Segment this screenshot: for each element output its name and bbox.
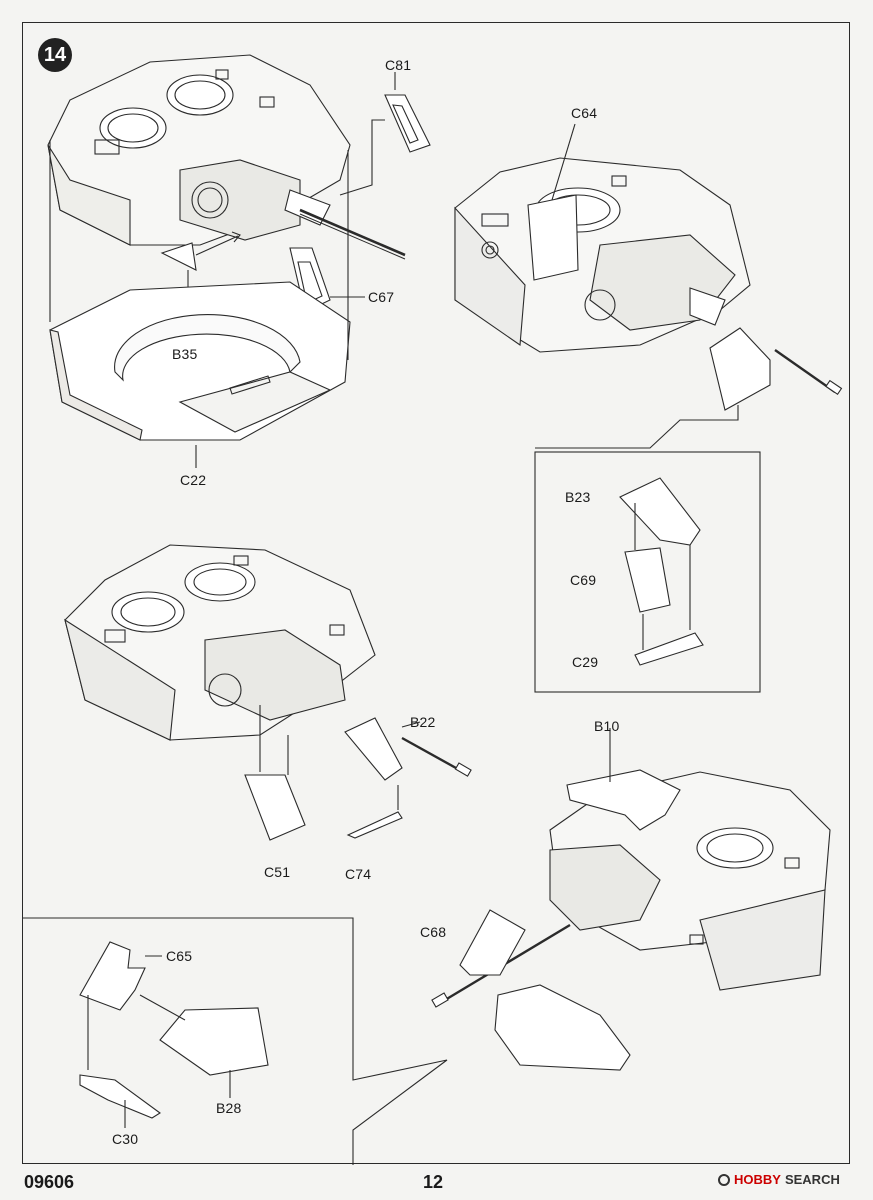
part-b23 [619,477,701,546]
label-c81: C81 [385,57,412,73]
part-c29 [634,632,704,666]
label-b22: B22 [410,714,436,730]
page-frame [22,22,850,1164]
part-b28 [159,1007,269,1076]
label-c68: C68 [420,924,447,940]
watermark-logo-icon [718,1173,730,1186]
product-code: 09606 [24,1172,75,1192]
part-c69 [624,547,671,613]
page-number: 12 [423,1172,444,1192]
part-c22-plate [49,140,351,468]
part-b23-assembled [709,327,771,411]
label-c64: C64 [571,105,598,121]
turret-top-left [47,54,406,260]
watermark-brand: HOBBY [734,1172,781,1187]
part-c65 [79,941,146,1011]
part-c68 [459,909,526,976]
label-b23: B23 [565,489,591,505]
part-b35-piece [160,242,197,271]
part-c74 [346,811,403,839]
turret-mid-left [64,544,376,741]
label-c51: C51 [264,864,291,880]
part-c30 [79,1074,161,1119]
label-b28: B28 [216,1100,242,1116]
label-b35: B35 [172,346,198,362]
label-c69: C69 [570,572,597,588]
label-c65: C65 [166,948,193,964]
detail-box-c65 [22,917,448,1165]
label-c30: C30 [112,1131,139,1147]
turret-bottom-right [431,769,831,1071]
step-number-badge: 14 [38,38,72,72]
watermark: HOBBY SEARCH [718,1172,840,1187]
turret-top-right [454,157,751,353]
label-c67: C67 [368,289,395,305]
part-b10 [566,769,681,831]
part-c51 [244,774,306,841]
part-b22 [344,717,403,781]
label-b10: B10 [594,718,620,734]
detail-box-b23 [534,451,761,693]
part-c81 [384,94,431,153]
watermark-suffix: SEARCH [784,1172,840,1187]
label-c74: C74 [345,866,372,882]
part-c64 [527,194,579,281]
label-c29: C29 [572,654,599,670]
label-c22: C22 [180,472,207,488]
